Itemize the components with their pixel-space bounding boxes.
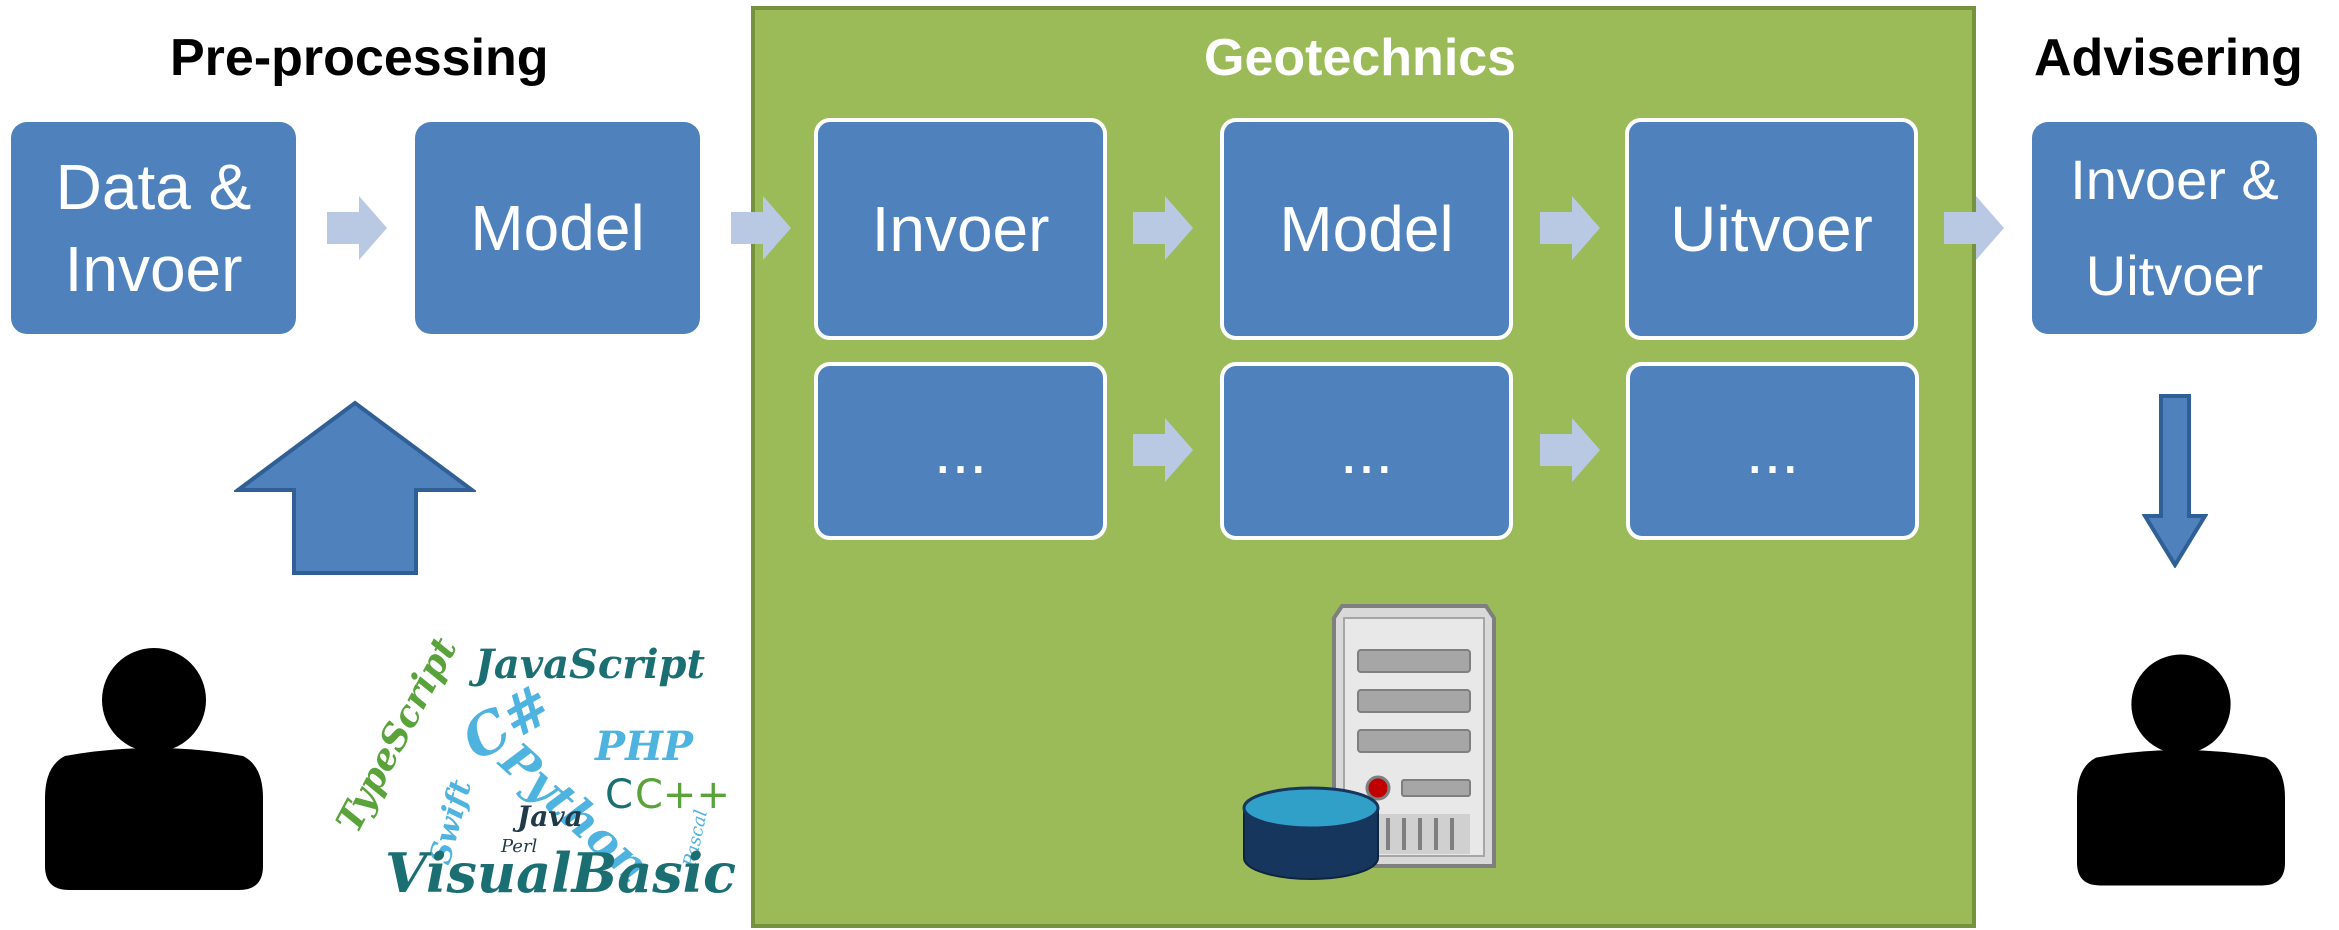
word-cpp: C++ xyxy=(635,772,730,818)
flow-arrow-icon xyxy=(731,196,791,260)
advice-line-1: Invoer & xyxy=(2070,148,2279,211)
geo-uitvoer-box: Uitvoer xyxy=(1625,118,1918,340)
user-icon xyxy=(45,648,263,890)
word-javascript: JavaScript xyxy=(468,641,705,688)
server-icon xyxy=(1332,604,1496,868)
flow-arrow-icon xyxy=(1133,196,1193,260)
flow-arrow-icon xyxy=(1540,196,1600,260)
geo-invoer-label: Invoer xyxy=(871,193,1050,265)
advice-invoer-uitvoer-box: Invoer & Uitvoer xyxy=(2032,122,2317,334)
geo-uitvoer-label: Uitvoer xyxy=(1670,193,1873,265)
flow-arrow-icon xyxy=(327,196,387,260)
pre-processing-heading: Pre-processing xyxy=(170,29,549,87)
geo-more-box-1: ... xyxy=(814,362,1107,540)
geotechnics-heading: Geotechnics xyxy=(1204,29,1517,87)
geo-more-label-1: ... xyxy=(933,415,988,487)
data-invoer-box: Data & Invoer xyxy=(11,122,296,334)
geo-more-box-2: ... xyxy=(1220,362,1513,540)
down-arrow-icon xyxy=(2142,394,2208,568)
geo-model-label: Model xyxy=(1279,193,1454,265)
user-icon xyxy=(2077,654,2285,886)
word-c: C xyxy=(605,772,633,818)
geo-more-label-3: ... xyxy=(1745,415,1800,487)
database-icon xyxy=(1242,786,1380,880)
word-perl: Perl xyxy=(500,836,538,857)
language-word-cloud: JavaScript TypeScript C# PHP Python Swif… xyxy=(335,630,735,905)
word-php: PHP xyxy=(594,723,695,770)
word-visualbasic: VisualBasic xyxy=(385,841,735,905)
data-invoer-line-2: Invoer xyxy=(64,233,243,305)
word-java: Java xyxy=(512,800,583,833)
model-box-left-label: Model xyxy=(470,192,645,264)
geo-model-box: Model xyxy=(1220,118,1513,340)
flow-arrow-icon xyxy=(1540,418,1600,482)
data-invoer-line-1: Data & xyxy=(55,151,252,223)
up-arrow-icon xyxy=(234,400,476,575)
flow-arrow-icon xyxy=(1944,196,2004,260)
geo-more-box-3: ... xyxy=(1626,362,1919,540)
geo-more-label-2: ... xyxy=(1339,415,1394,487)
model-box-left: Model xyxy=(415,122,700,334)
advice-line-2: Uitvoer xyxy=(2085,244,2264,307)
geo-invoer-box: Invoer xyxy=(814,118,1107,340)
advisering-heading: Advisering xyxy=(2034,29,2303,87)
flow-arrow-icon xyxy=(1133,418,1193,482)
